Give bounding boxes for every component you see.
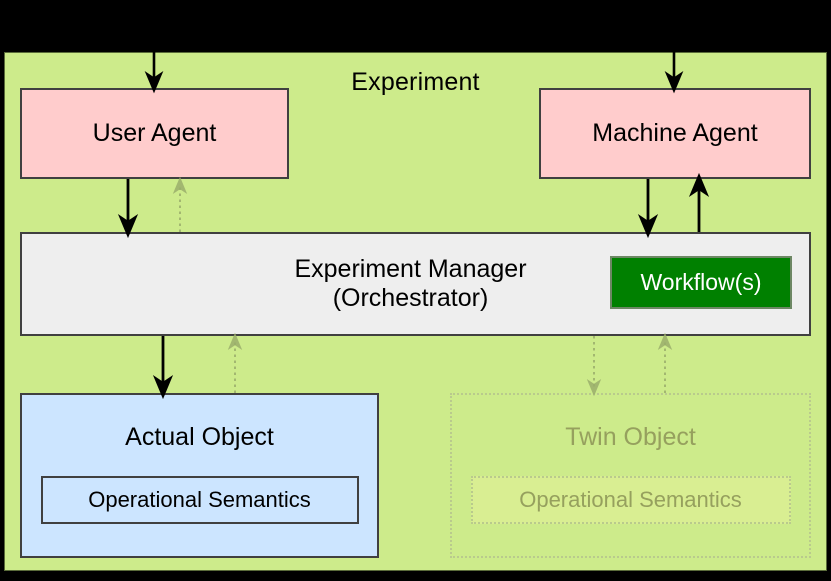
node-actual-object[interactable]: Actual Object Operational Semantics bbox=[20, 393, 379, 558]
experiment-manager-text: Experiment Manager (Orchestrator) bbox=[22, 234, 809, 334]
node-twin-object-operational-semantics[interactable]: Operational Semantics bbox=[470, 475, 791, 524]
node-workflows[interactable]: Workflow(s) bbox=[610, 256, 792, 309]
node-workflows-label: Workflow(s) bbox=[640, 269, 762, 295]
node-machine-agent[interactable]: Machine Agent bbox=[539, 88, 811, 179]
node-twin-object[interactable]: Twin Object Operational Semantics bbox=[450, 393, 811, 558]
node-user-agent[interactable]: User Agent bbox=[20, 88, 289, 179]
experiment-manager-label-line2: (Orchestrator) bbox=[332, 284, 489, 312]
node-actual-object-label: Actual Object bbox=[125, 423, 274, 451]
node-machine-agent-label: Machine Agent bbox=[592, 119, 758, 148]
node-twin-object-label: Twin Object bbox=[565, 423, 696, 451]
experiment-manager-label-line1: Experiment Manager bbox=[294, 255, 527, 284]
node-twin-object-operational-semantics-label: Operational Semantics bbox=[519, 487, 742, 513]
node-actual-object-operational-semantics[interactable]: Operational Semantics bbox=[40, 475, 359, 524]
node-actual-object-operational-semantics-label: Operational Semantics bbox=[88, 487, 311, 513]
node-user-agent-label: User Agent bbox=[92, 119, 217, 148]
